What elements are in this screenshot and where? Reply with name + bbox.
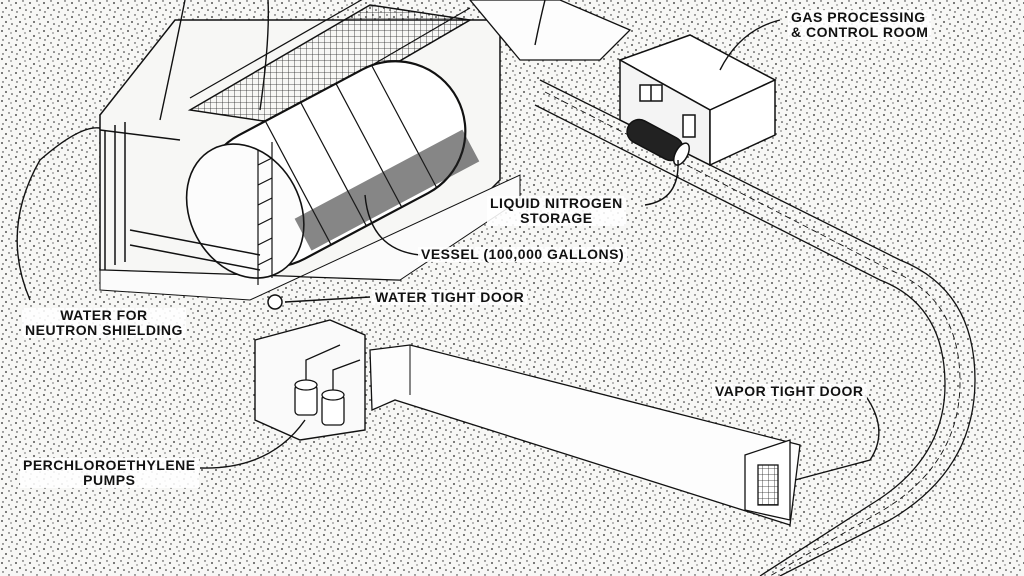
upper-tunnel xyxy=(469,0,632,61)
leader-gas xyxy=(719,19,781,71)
leader-lines xyxy=(16,0,880,481)
vapor-tight-door xyxy=(744,439,791,521)
leader-vessel xyxy=(364,194,421,256)
access-tunnel xyxy=(534,79,976,576)
leader-top-mid xyxy=(259,0,270,111)
vessel xyxy=(185,60,480,279)
label-perchloroethylene-pumps: PERCHLOROETHYLENE PUMPS xyxy=(20,458,199,488)
leader-shielding xyxy=(16,127,101,301)
leader-water-door xyxy=(284,296,371,303)
water-tight-door-hatch xyxy=(267,294,283,310)
leader-nitrogen xyxy=(644,159,679,206)
control-room-building xyxy=(618,34,777,167)
leader-top-right xyxy=(534,0,546,46)
pumps xyxy=(294,344,361,426)
catwalk-rail xyxy=(189,0,363,99)
leader-pumps xyxy=(199,419,306,469)
label-vapor-tight-door: VAPOR TIGHT DOOR xyxy=(712,384,867,399)
vessel-end-cap xyxy=(185,143,305,279)
ladder xyxy=(257,142,273,285)
liquid-nitrogen-tank xyxy=(626,118,690,166)
label-water-tight-door: WATER TIGHT DOOR xyxy=(372,290,528,305)
leader-top-left xyxy=(159,0,186,121)
label-gas-processing: GAS PROCESSING & CONTROL ROOM xyxy=(788,10,932,40)
label-liquid-nitrogen-storage: LIQUID NITROGEN STORAGE xyxy=(487,196,626,226)
catwalk-grating xyxy=(187,4,473,126)
label-vessel: VESSEL (100,000 GALLONS) xyxy=(418,247,628,262)
cavern-floor xyxy=(99,174,521,301)
shielding-pipes xyxy=(99,122,261,271)
leader-vapor xyxy=(794,394,880,481)
vessel-shadow xyxy=(294,129,480,251)
label-water-neutron-shielding: WATER FOR NEUTRON SHIELDING xyxy=(22,308,186,338)
